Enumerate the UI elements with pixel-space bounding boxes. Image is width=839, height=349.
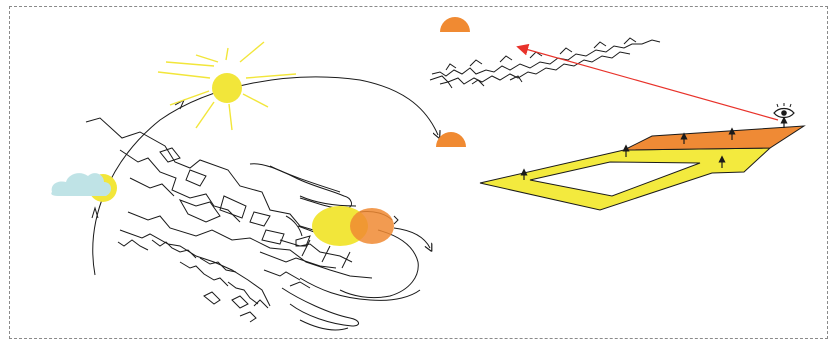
sun-top-icon — [440, 17, 470, 32]
roof-diagram — [479, 116, 806, 211]
roof-orange-slope — [623, 125, 806, 151]
sun-icon — [157, 41, 297, 131]
cloud-icon — [51, 173, 117, 202]
sun-highlight-orange — [350, 208, 394, 244]
sun-path-arrow-up — [91, 206, 99, 219]
diagram-frame — [9, 6, 828, 339]
eye-icon — [773, 103, 795, 119]
sun-setting-icon — [436, 132, 466, 147]
sight-line-arrow — [516, 43, 779, 121]
skyline-sketch — [429, 37, 661, 89]
